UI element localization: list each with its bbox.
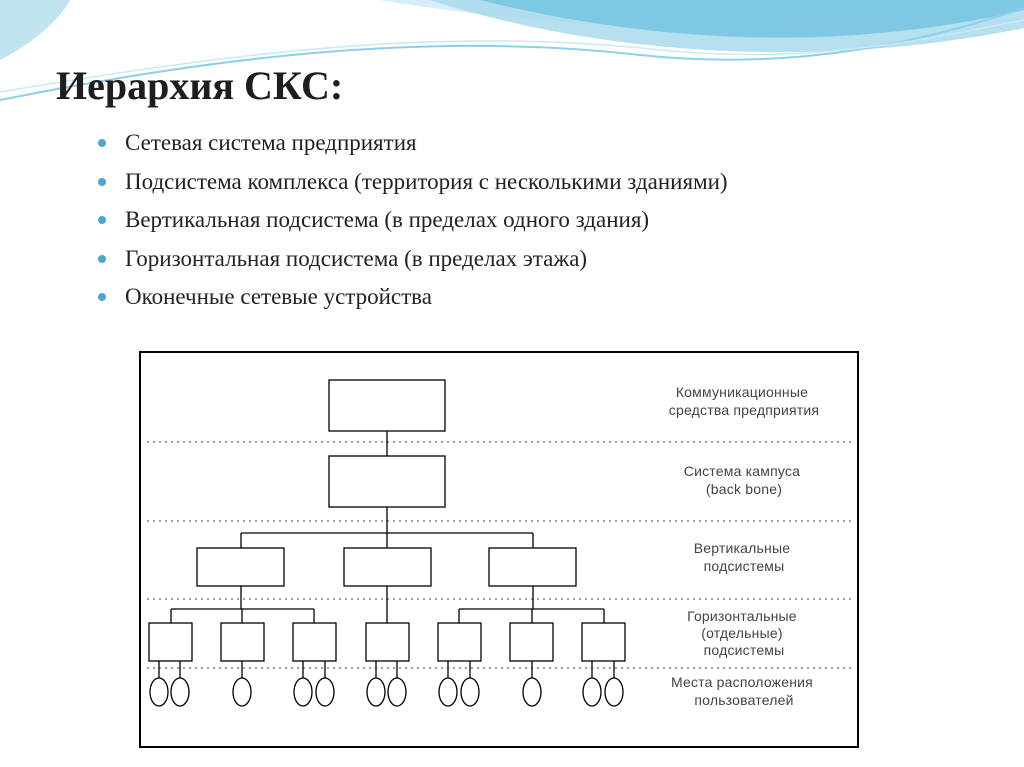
horizontal-node bbox=[149, 623, 192, 661]
bullet-text: Оконечные сетевые устройства bbox=[125, 284, 432, 309]
bullet-text: Горизонтальная подсистема (в пределах эт… bbox=[125, 246, 587, 271]
user-location bbox=[523, 678, 541, 706]
user-location bbox=[439, 678, 457, 706]
user-location bbox=[461, 678, 479, 706]
campus-node bbox=[329, 456, 445, 507]
user-location bbox=[294, 678, 312, 706]
horizontal-node bbox=[510, 623, 553, 661]
vertical-node bbox=[197, 548, 284, 586]
level-label-horizontal: Горизонтальные (отдельные) подсистемы bbox=[687, 608, 801, 658]
user-location bbox=[367, 678, 385, 706]
bullet-item: Сетевая система предприятия bbox=[98, 124, 728, 163]
bullet-icon bbox=[98, 255, 106, 263]
bullet-item: Вертикальная подсистема (в пределах одно… bbox=[98, 201, 728, 240]
slide-title: Иерархия СКС: bbox=[56, 62, 343, 109]
user-location bbox=[388, 678, 406, 706]
user-location bbox=[233, 678, 251, 706]
horizontal-node bbox=[366, 623, 409, 661]
user-location bbox=[605, 678, 623, 706]
enterprise-node bbox=[329, 380, 445, 431]
bullet-text: Сетевая система предприятия bbox=[125, 130, 417, 155]
wave-left bbox=[0, 0, 70, 60]
hierarchy-diagram-svg: Коммуникационные средства предприятия Си… bbox=[139, 351, 859, 748]
user-location bbox=[316, 678, 334, 706]
horizontal-node bbox=[221, 623, 264, 661]
user-location bbox=[150, 678, 168, 706]
user-location bbox=[171, 678, 189, 706]
horizontal-node bbox=[582, 623, 625, 661]
horizontal-node bbox=[438, 623, 481, 661]
bullet-item: Горизонтальная подсистема (в пределах эт… bbox=[98, 240, 728, 279]
bullet-text: Подсистема комплекса (территория с неско… bbox=[125, 169, 728, 194]
bullet-list: Сетевая система предприятия Подсистема к… bbox=[98, 124, 728, 317]
hierarchy-diagram: Коммуникационные средства предприятия Си… bbox=[139, 351, 859, 748]
bullet-item: Подсистема комплекса (территория с неско… bbox=[98, 163, 728, 202]
vertical-node bbox=[344, 548, 431, 586]
horizontal-node bbox=[293, 623, 336, 661]
vertical-node bbox=[489, 548, 576, 586]
bullet-icon bbox=[98, 216, 106, 224]
bullet-item: Оконечные сетевые устройства bbox=[98, 278, 728, 317]
bullet-text: Вертикальная подсистема (в пределах одно… bbox=[125, 207, 649, 232]
bullet-icon bbox=[98, 178, 106, 186]
bullet-icon bbox=[98, 139, 106, 147]
bullet-icon bbox=[98, 293, 106, 301]
user-location bbox=[583, 678, 601, 706]
